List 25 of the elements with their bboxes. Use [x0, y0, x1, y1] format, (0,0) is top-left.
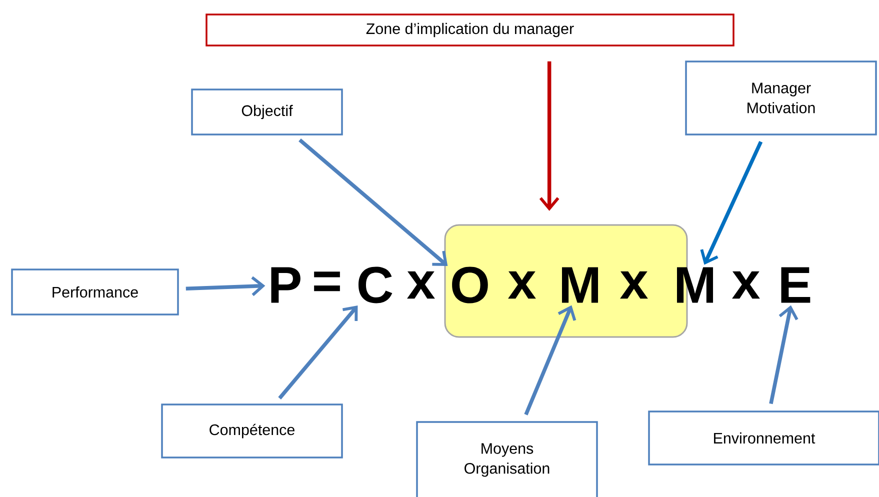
formula-operator: x	[620, 271, 648, 299]
formula-letter: C	[358, 266, 392, 304]
formula-letter: P	[271, 267, 300, 303]
formula-letter: M	[677, 267, 714, 303]
arrow	[298, 138, 448, 266]
formula-letter: O	[452, 266, 488, 304]
arrow	[524, 305, 576, 416]
arrow	[539, 61, 560, 211]
label-box: Environnement	[648, 410, 879, 466]
label-box: Moyens Organisation	[416, 421, 598, 497]
heading-box: Zone d’implication du manager	[206, 14, 734, 46]
formula-operator: x	[407, 271, 435, 299]
formula-operator: =	[314, 272, 340, 292]
arrow	[769, 305, 798, 404]
formula-letter: M	[562, 267, 598, 303]
label-box: Manager Motivation	[685, 60, 877, 136]
arrow	[186, 276, 266, 296]
formula-operator: x	[732, 271, 760, 299]
formula-operator: x	[508, 271, 536, 299]
label-box: Objectif	[191, 88, 343, 136]
label-box: Compétence	[161, 404, 343, 458]
formula-letter: E	[781, 267, 810, 303]
arrow	[278, 306, 358, 400]
arrow	[700, 140, 763, 265]
label-box: Performance	[11, 268, 179, 316]
